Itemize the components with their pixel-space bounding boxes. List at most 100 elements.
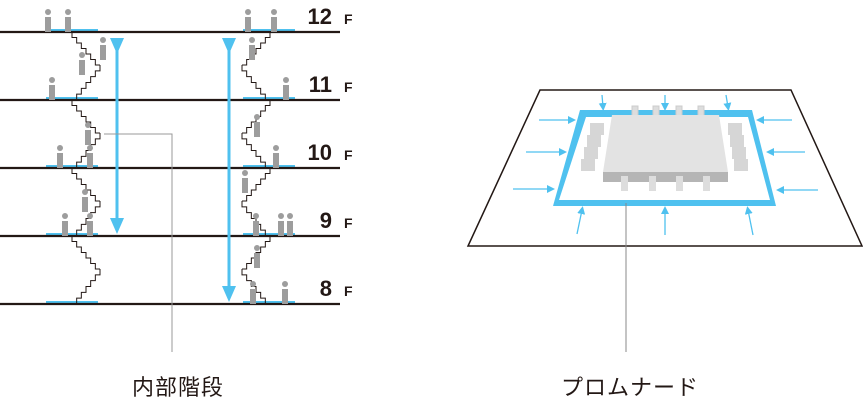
person-head — [242, 170, 248, 176]
person-body — [278, 221, 284, 236]
floor-number: 10 — [308, 140, 332, 165]
person-icon — [82, 189, 88, 212]
side-building — [590, 123, 604, 135]
person-icon — [287, 213, 293, 236]
small-building — [649, 176, 656, 191]
person-icon — [85, 122, 91, 145]
stair-flight — [242, 168, 271, 202]
floor-unit: F — [344, 147, 353, 163]
stair-flight — [72, 269, 101, 305]
stair-flight — [71, 236, 100, 270]
person-head — [253, 213, 259, 219]
landing-left — [46, 29, 98, 32]
internal-stairs-caption: 内部階段 — [131, 376, 225, 401]
person-body — [57, 153, 63, 168]
person-body — [49, 85, 55, 100]
landing-left — [46, 97, 98, 100]
person-head — [49, 77, 55, 83]
floor-number: 8 — [320, 276, 332, 301]
person-head — [100, 37, 106, 43]
small-building — [621, 176, 628, 191]
person-icon — [254, 114, 260, 137]
person-body — [45, 17, 51, 32]
person-head — [85, 122, 91, 128]
landing-right — [243, 97, 295, 100]
stair-flight — [71, 32, 100, 66]
person-head — [278, 213, 284, 219]
person-body — [283, 85, 289, 100]
small-building — [652, 105, 660, 117]
person-body — [249, 45, 255, 60]
floor-number: 12 — [308, 4, 332, 29]
person-icon — [79, 52, 85, 75]
person-body — [79, 60, 85, 75]
person-head — [57, 145, 63, 151]
person-body — [250, 289, 256, 304]
person-icon — [62, 213, 68, 236]
person-body — [65, 17, 71, 32]
central-building-top — [603, 115, 728, 172]
person-icon — [249, 37, 255, 60]
person-body — [62, 221, 68, 236]
person-head — [254, 114, 260, 120]
person-body — [254, 253, 260, 268]
stair-flight — [241, 269, 270, 305]
person-icon — [245, 9, 251, 32]
inflow-arrow — [598, 94, 607, 111]
person-body — [82, 197, 88, 212]
person-icon — [242, 170, 248, 193]
floor-unit: F — [344, 11, 353, 27]
person-head — [273, 145, 279, 151]
person-body — [245, 17, 251, 32]
small-building — [703, 176, 710, 191]
inflow-arrow — [723, 94, 732, 111]
side-building — [587, 135, 601, 147]
floor-number: 9 — [320, 208, 332, 233]
inflow-arrow — [744, 206, 754, 236]
person-icon — [273, 145, 279, 168]
stair-flight — [241, 65, 270, 101]
person-body — [100, 45, 106, 60]
person-body — [87, 221, 93, 236]
person-icon — [45, 9, 51, 32]
person-body — [287, 221, 293, 236]
stair-flight — [242, 236, 271, 270]
person-head — [254, 245, 260, 251]
person-body — [253, 221, 259, 236]
person-head — [62, 213, 68, 219]
side-building — [581, 159, 595, 171]
promenade-diagram — [466, 89, 863, 352]
stair-flight — [241, 133, 270, 169]
landing-left — [46, 233, 98, 236]
stair-flight — [242, 32, 271, 66]
person-head — [283, 77, 289, 83]
landing-left — [46, 165, 98, 168]
person-head — [282, 281, 288, 287]
stair-flight — [72, 201, 101, 237]
side-building — [728, 123, 742, 135]
stair-flight — [72, 133, 101, 169]
small-building — [676, 176, 683, 191]
person-head — [87, 213, 93, 219]
side-building — [734, 159, 748, 171]
person-icon — [87, 213, 93, 236]
stair-flight — [71, 168, 100, 202]
person-icon — [271, 9, 277, 32]
side-building — [584, 147, 598, 159]
side-building — [732, 147, 746, 159]
person-body — [271, 17, 277, 32]
landing-right — [243, 165, 295, 168]
person-body — [282, 289, 288, 304]
floor-unit: F — [344, 215, 353, 231]
landing-right — [243, 301, 295, 304]
person-head — [65, 9, 71, 15]
person-icon — [250, 281, 256, 304]
person-body — [85, 130, 91, 145]
side-building — [730, 135, 744, 147]
landing-right — [243, 29, 295, 32]
central-building-side — [603, 172, 728, 182]
person-head — [87, 145, 93, 151]
